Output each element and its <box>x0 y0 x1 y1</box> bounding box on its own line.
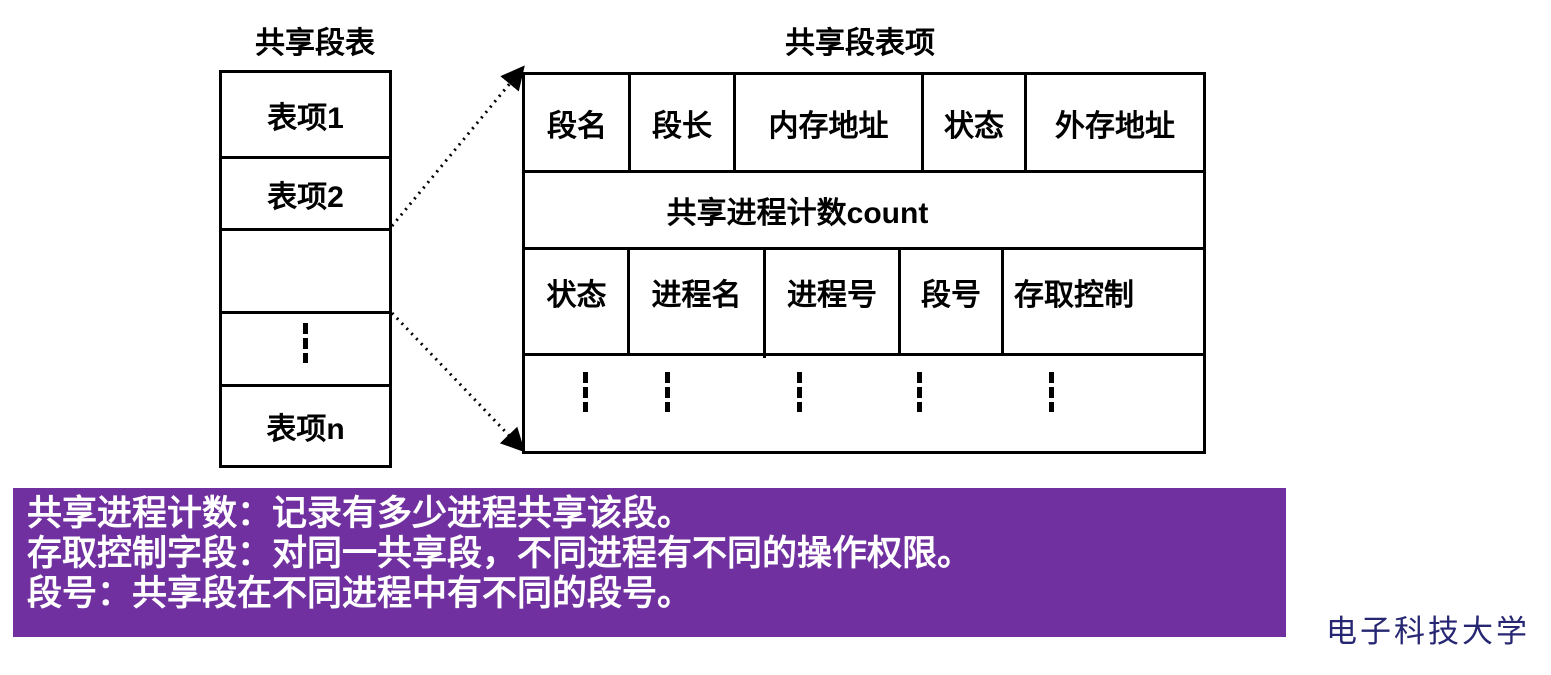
divider <box>222 311 389 314</box>
ellipsis-vertical-icon <box>303 323 308 363</box>
table-entry-2: 表项2 <box>267 181 344 214</box>
shared-segment-entry-table: 段名 段长 内存地址 状态 外存地址 共享进程计数count 状态 进程名 进程… <box>522 72 1206 454</box>
col-segment-number: 段号 <box>921 279 981 312</box>
table-entry-1: 表项1 <box>267 102 344 135</box>
shared-segment-entry-title: 共享段表项 <box>785 27 935 60</box>
col-process-status: 状态 <box>546 279 607 312</box>
ellipsis-vertical-icon <box>917 372 922 412</box>
divider <box>525 170 1203 173</box>
divider <box>222 228 389 231</box>
ellipsis-vertical-icon <box>583 372 588 412</box>
divider <box>222 384 389 387</box>
note-segment-number: 段号：共享段在不同进程中有不同的段号。 <box>27 574 693 613</box>
shared-process-count: 共享进程计数count <box>666 197 929 230</box>
shared-segment-table: 表项1 表项2 表项n <box>219 70 392 468</box>
divider <box>627 250 630 356</box>
table-entry-n: 表项n <box>266 413 345 446</box>
note-access-control: 存取控制字段：对同一共享段，不同进程有不同的操作权限。 <box>27 534 973 573</box>
shared-segment-table-title: 共享段表 <box>255 27 375 60</box>
note-process-count: 共享进程计数：记录有多少进程共享该段。 <box>27 494 693 533</box>
explanation-box: 共享进程计数：记录有多少进程共享该段。 存取控制字段：对同一共享段，不同进程有不… <box>13 488 1286 637</box>
ellipsis-vertical-icon <box>797 372 802 412</box>
col-memory-address: 内存地址 <box>768 110 889 143</box>
divider <box>733 75 736 172</box>
divider <box>628 75 631 172</box>
divider <box>921 75 924 172</box>
col-process-id: 进程号 <box>787 279 877 312</box>
col-status: 状态 <box>944 110 1004 143</box>
divider <box>763 250 766 358</box>
col-segment-length: 段长 <box>652 110 712 143</box>
divider <box>898 250 901 356</box>
ellipsis-vertical-icon <box>1049 372 1054 412</box>
divider <box>525 247 1203 250</box>
divider <box>1024 75 1027 172</box>
col-segment-name: 段名 <box>547 110 607 143</box>
divider <box>525 353 1203 356</box>
col-process-name: 进程名 <box>651 279 742 312</box>
connector-bottom <box>390 311 526 453</box>
divider <box>1001 250 1004 356</box>
col-access-control: 存取控制 <box>1014 279 1134 312</box>
divider <box>222 156 389 159</box>
col-external-address: 外存地址 <box>1055 110 1175 143</box>
university-logo-text: 电子科技大学 <box>1326 614 1530 650</box>
ellipsis-vertical-icon <box>665 372 670 412</box>
connector-top <box>390 65 525 227</box>
